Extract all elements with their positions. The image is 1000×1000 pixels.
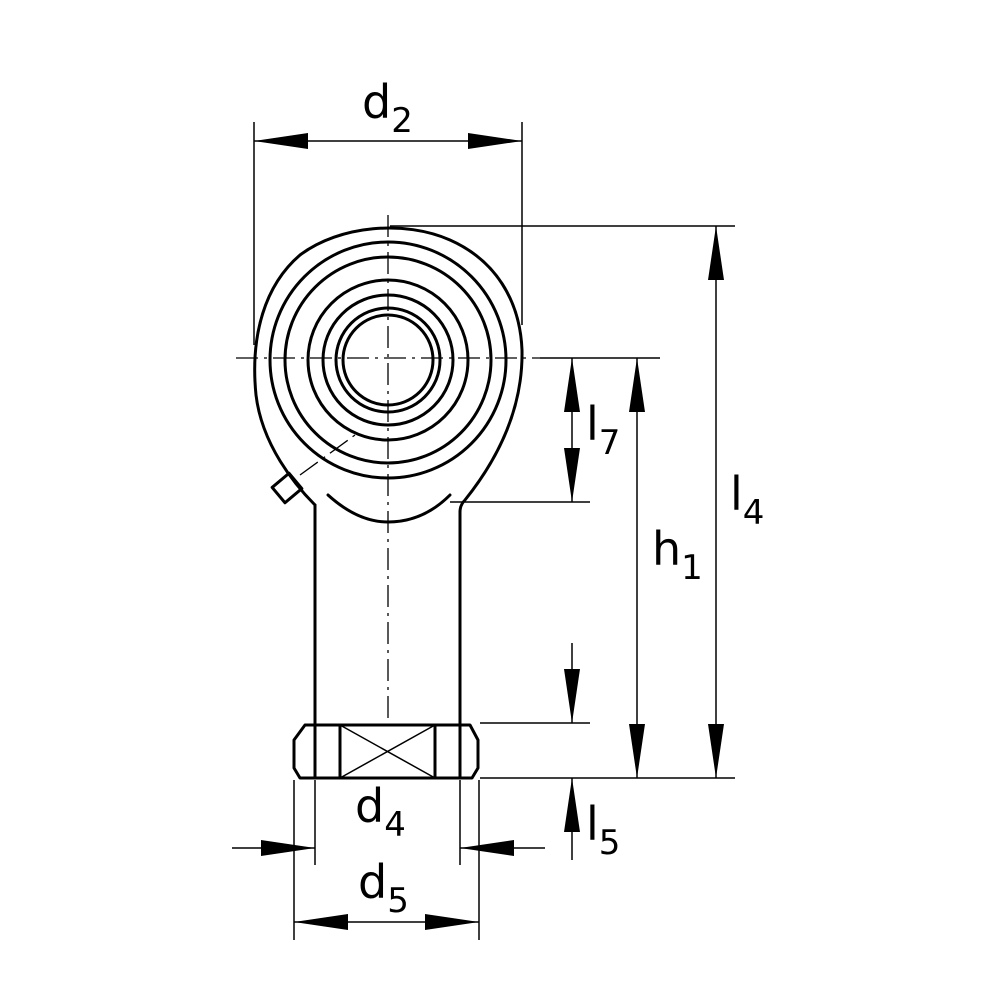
arrow-h1-bottom (629, 724, 645, 778)
wrench-flat (338, 723, 437, 780)
wrench-flat-cross-b (339, 724, 436, 779)
dimension-l4 (708, 226, 724, 778)
lube-nipple (270, 471, 304, 505)
head-lower-curve (326, 493, 452, 524)
dimension-l5 (564, 643, 580, 860)
label-h1: h1 (652, 522, 703, 588)
arrow-d5-left (294, 914, 348, 930)
arrow-l5-up (564, 778, 580, 832)
label-d2: d2 (362, 75, 413, 141)
arrow-l7-bottom (564, 448, 580, 502)
arrow-l7-top (564, 358, 580, 412)
rod-end-body (253, 226, 524, 780)
lube-axis (299, 434, 356, 476)
arrow-d5-right (425, 914, 479, 930)
arrow-d4-right (460, 840, 514, 856)
dimension-l7 (564, 358, 580, 502)
head-outline (253, 226, 524, 514)
arrow-d2-left (254, 133, 308, 149)
dimension-d5 (294, 914, 479, 930)
bore-outer (334, 306, 442, 414)
center-lines (236, 215, 540, 720)
label-l4: l4 (730, 467, 764, 533)
dimension-d4 (232, 840, 545, 856)
arrow-l4-top (708, 226, 724, 280)
arrow-h1-top (629, 358, 645, 412)
dimension-d2 (254, 133, 522, 149)
label-l7: l7 (586, 397, 620, 463)
dimension-h1 (629, 358, 645, 778)
label-l5: l5 (586, 797, 620, 863)
arrow-d4-left (261, 840, 315, 856)
arrow-l5-down (564, 669, 580, 723)
label-d5: d5 (358, 855, 409, 921)
arrow-d2-right (468, 133, 522, 149)
outer-race-inner (283, 255, 493, 465)
extension-lines (253, 122, 735, 940)
arrow-l4-bottom (708, 724, 724, 778)
hex-collar (292, 723, 480, 780)
label-d4: d4 (355, 779, 406, 845)
